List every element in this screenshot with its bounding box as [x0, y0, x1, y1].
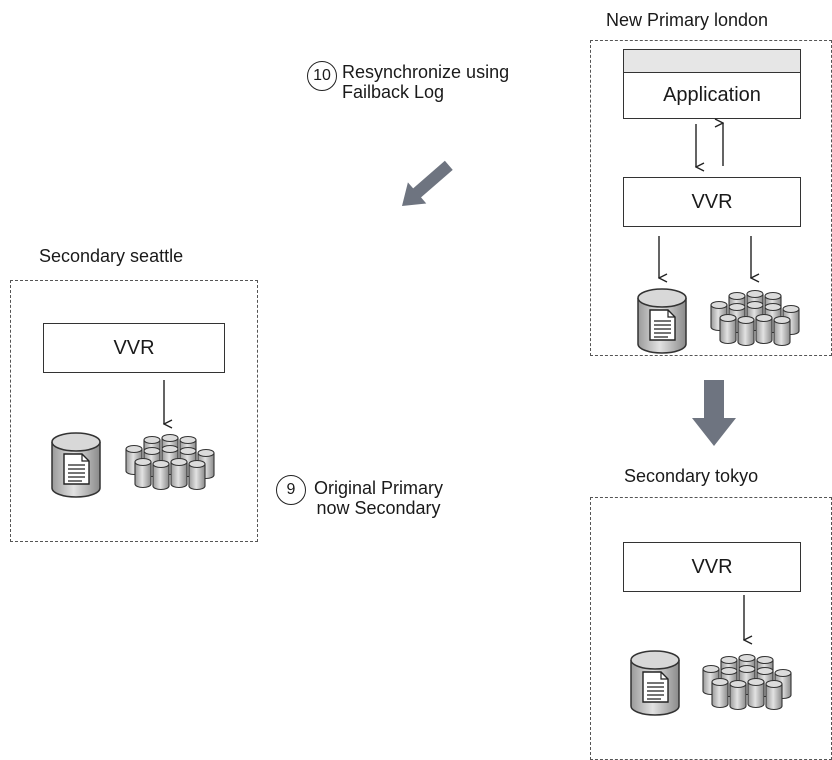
step-10-number-badge: 10 [307, 61, 337, 91]
london-site-title: New Primary london [606, 10, 769, 30]
london-site-container: Application VVR [590, 40, 832, 356]
tokyo-vvr-label: VVR [691, 555, 733, 578]
step-10-line1: Resynchronize using [342, 62, 510, 82]
data-volume-stack-icon [703, 656, 795, 718]
step-9-line1: Original Primary [314, 478, 444, 498]
log-volume-icon [51, 432, 101, 498]
step-9-line2: now Secondary [316, 498, 441, 518]
log-volume-icon [630, 650, 680, 716]
data-volume-stack-icon [126, 436, 218, 498]
step-10-line2: Failback Log [342, 82, 445, 102]
london-vvr-label: VVR [691, 190, 733, 213]
application-label: Application [663, 83, 761, 106]
data-volume-stack-icon [711, 292, 803, 354]
seattle-site-container: VVR [10, 280, 258, 542]
big-arrow-icon [692, 380, 736, 446]
seattle-vvr-label: VVR [113, 336, 155, 359]
big-arrow-icon [402, 160, 453, 206]
step-9-caption: Original Primary now Secondary [314, 478, 443, 518]
tokyo-vvr-box: VVR [623, 542, 801, 592]
step-10-caption: Resynchronize using Failback Log [342, 62, 509, 102]
step-9-number-badge: 9 [276, 475, 306, 505]
seattle-site-title: Secondary seattle [39, 246, 184, 266]
london-application-box: Application [623, 49, 801, 119]
tokyo-site-container: VVR [590, 497, 832, 760]
application-header-bar [624, 50, 800, 73]
seattle-vvr-box: VVR [43, 323, 225, 373]
london-vvr-box: VVR [623, 177, 801, 227]
log-volume-icon [637, 288, 687, 354]
tokyo-site-title: Secondary tokyo [624, 466, 759, 486]
